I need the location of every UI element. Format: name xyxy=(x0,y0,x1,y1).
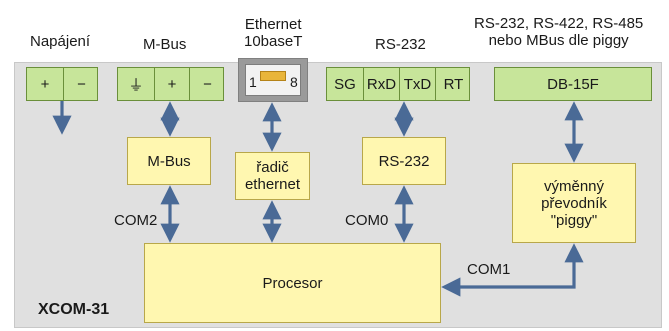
ethernet-controller-block: řadič ethernet xyxy=(235,152,310,200)
com0-label: COM0 xyxy=(345,212,389,229)
mbus-plus: + xyxy=(154,68,189,100)
mbus-label: M-Bus xyxy=(143,36,187,53)
ethernet-label-line1: Ethernet xyxy=(244,16,302,33)
ethernet-controller-line1: řadič xyxy=(256,159,289,176)
mbus-minus: − xyxy=(189,68,225,100)
rs232-txd: TxD xyxy=(399,68,435,100)
rs232-label: RS-232 xyxy=(375,36,426,53)
ethernet-jack-body: 1 8 xyxy=(245,64,301,96)
piggy-block-line3: "piggy" xyxy=(550,211,598,229)
piggy-label-line2: nebo MBus dle piggy xyxy=(488,32,629,49)
piggy-label: RS-232, RS-422, RS-485 nebo MBus dle pig… xyxy=(474,15,643,49)
db15-label: DB-15F xyxy=(547,75,599,93)
piggy-block-line1: výměnný xyxy=(543,177,605,195)
db15-connector: DB-15F xyxy=(494,67,652,101)
rs232-rxd: RxD xyxy=(363,68,399,100)
model-name: XCOM-31 xyxy=(38,301,110,318)
power-minus: − xyxy=(63,68,99,100)
rs232-sg: SG xyxy=(334,75,356,93)
ground-icon: ⏚ xyxy=(128,76,144,94)
power-terminal: + − xyxy=(26,67,98,101)
rs232-terminal: SG RxD TxD RT xyxy=(326,67,470,101)
rs232-block: RS-232 xyxy=(362,137,446,185)
piggy-block: výměnný převodník "piggy" xyxy=(512,163,636,243)
com2-label: COM2 xyxy=(114,212,158,229)
ethernet-connector: 1 8 xyxy=(238,58,308,102)
processor-block: Procesor xyxy=(144,243,441,323)
ethernet-pin-8: 8 xyxy=(290,74,298,90)
power-label: Napájení xyxy=(30,33,91,50)
rs232-rt: RT xyxy=(435,68,471,100)
ethernet-jack-contacts xyxy=(260,71,286,81)
power-plus: + xyxy=(40,75,50,93)
ethernet-label: Ethernet 10baseT xyxy=(244,16,302,50)
piggy-label-line1: RS-232, RS-422, RS-485 xyxy=(474,15,644,32)
ethernet-label-line2: 10baseT xyxy=(244,33,303,50)
piggy-block-line2: převodník xyxy=(541,194,607,212)
ethernet-controller-line2: ethernet xyxy=(244,176,301,193)
com1-arrow xyxy=(441,243,584,297)
mbus-block: M-Bus xyxy=(127,137,211,185)
mbus-terminal: ⏚ + − xyxy=(117,67,224,101)
ethernet-pin-1: 1 xyxy=(249,74,257,90)
